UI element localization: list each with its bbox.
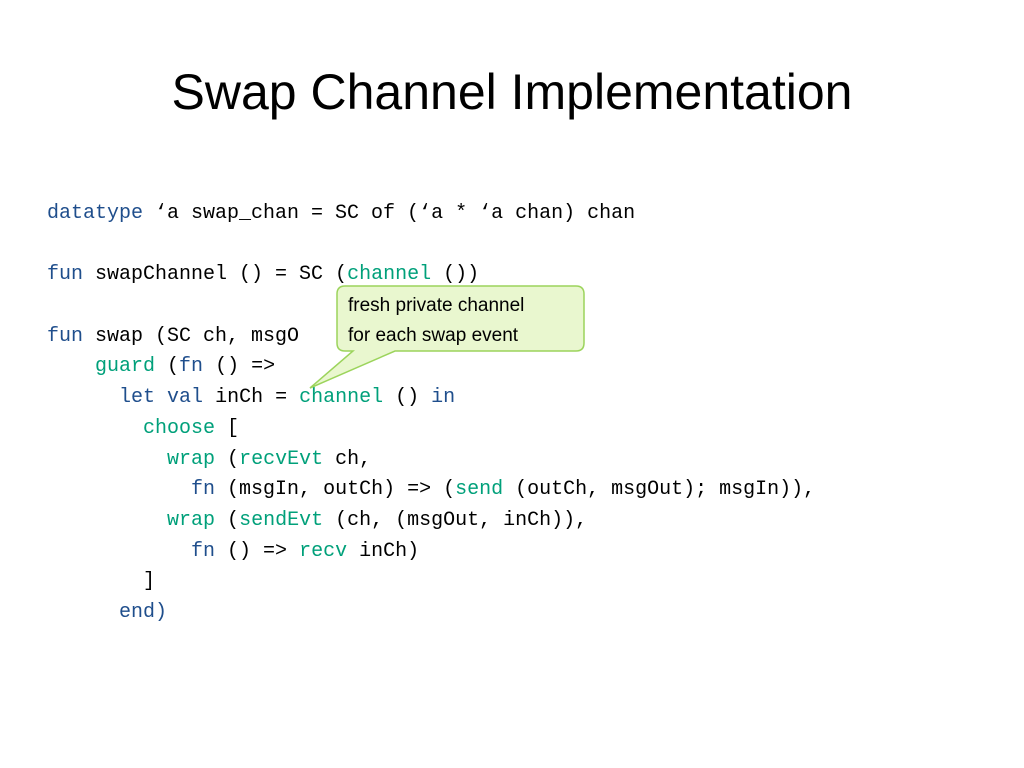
code-keyword: datatype (47, 202, 144, 225)
code-line: wrap (recvEvt ch, (47, 445, 815, 476)
code-text: inCh = (203, 386, 300, 410)
code-keyword: fn (191, 478, 216, 502)
code-line: ] (47, 567, 815, 598)
code-text: swap (SC ch, msgO (83, 324, 300, 348)
code-line: fn (msgIn, outCh) => (send (outCh, msgOu… (47, 475, 815, 506)
code-line: fun swapChannel () = SC (channel ()) (47, 260, 815, 291)
code-text (47, 355, 95, 378)
code-keyword: recv (299, 539, 348, 563)
code-line: fun swap (SC ch, msgO (47, 322, 815, 353)
code-line: let val inCh = channel () in (47, 383, 815, 414)
code-text (47, 448, 167, 471)
code-text: ] (47, 570, 156, 594)
code-keyword: let (119, 386, 156, 410)
code-line: fn () => recv inCh) (47, 537, 815, 568)
code-keyword: sendEvt (239, 508, 324, 532)
code-text (47, 601, 119, 624)
code-keyword: in (431, 386, 456, 410)
code-text: swapChannel () = SC ( (83, 263, 348, 287)
code-text (47, 509, 167, 532)
code-text: inCh) (347, 539, 420, 563)
code-text: () => (215, 539, 300, 563)
code-text: (ch, (msgOut, inCh)), (323, 508, 588, 532)
code-line: choose [ (47, 414, 815, 445)
code-line: guard (fn () => (47, 352, 815, 383)
code-keyword: recvEvt (239, 447, 324, 471)
callout-line-2: for each swap event (348, 325, 519, 346)
code-text: () (383, 386, 432, 410)
code-text: ( (215, 508, 240, 532)
code-keyword: send (455, 478, 504, 502)
code-keyword: fun (47, 324, 84, 348)
code-line: wrap (sendEvt (ch, (msgOut, inCh)), (47, 506, 815, 537)
code-text: () => (203, 355, 276, 379)
code-line (47, 230, 815, 261)
code-text: ( (215, 447, 240, 471)
slide-title: Swap Channel Implementation (171, 64, 853, 120)
code-keyword: fn (191, 539, 216, 563)
code-line: end) (47, 598, 815, 629)
code-keyword: guard (95, 355, 156, 379)
code-text (47, 386, 119, 409)
code-text: [ (215, 416, 240, 440)
code-keyword: end) (119, 600, 168, 624)
code-text: ()) (431, 263, 480, 287)
code-keyword: wrap (167, 447, 216, 471)
code-keyword: choose (143, 416, 216, 440)
code-text (47, 540, 191, 563)
code-block: datatype ‘a swap_chan = SC of (‘a * ‘a c… (47, 199, 815, 629)
code-text (47, 417, 143, 440)
code-text: (outCh, msgOut); msgIn)), (503, 478, 816, 502)
code-text: (msgIn, outCh) => ( (215, 478, 456, 502)
code-keyword: wrap (167, 508, 216, 532)
code-text: ch, (323, 447, 372, 471)
callout-text: fresh private channel for each swap even… (348, 291, 524, 351)
code-text: ( (155, 355, 180, 379)
code-text (155, 386, 167, 409)
code-line: datatype ‘a swap_chan = SC of (‘a * ‘a c… (47, 199, 815, 230)
code-text: ‘a swap_chan = SC of (‘a * ‘a chan) chan (143, 202, 636, 225)
code-keyword: channel (347, 263, 432, 287)
callout-line-1: fresh private channel (348, 295, 525, 316)
code-keyword: channel (299, 386, 384, 410)
code-text (47, 478, 191, 501)
code-keyword: val (167, 386, 204, 410)
code-keyword: fun (47, 263, 84, 287)
code-keyword: fn (179, 355, 204, 379)
